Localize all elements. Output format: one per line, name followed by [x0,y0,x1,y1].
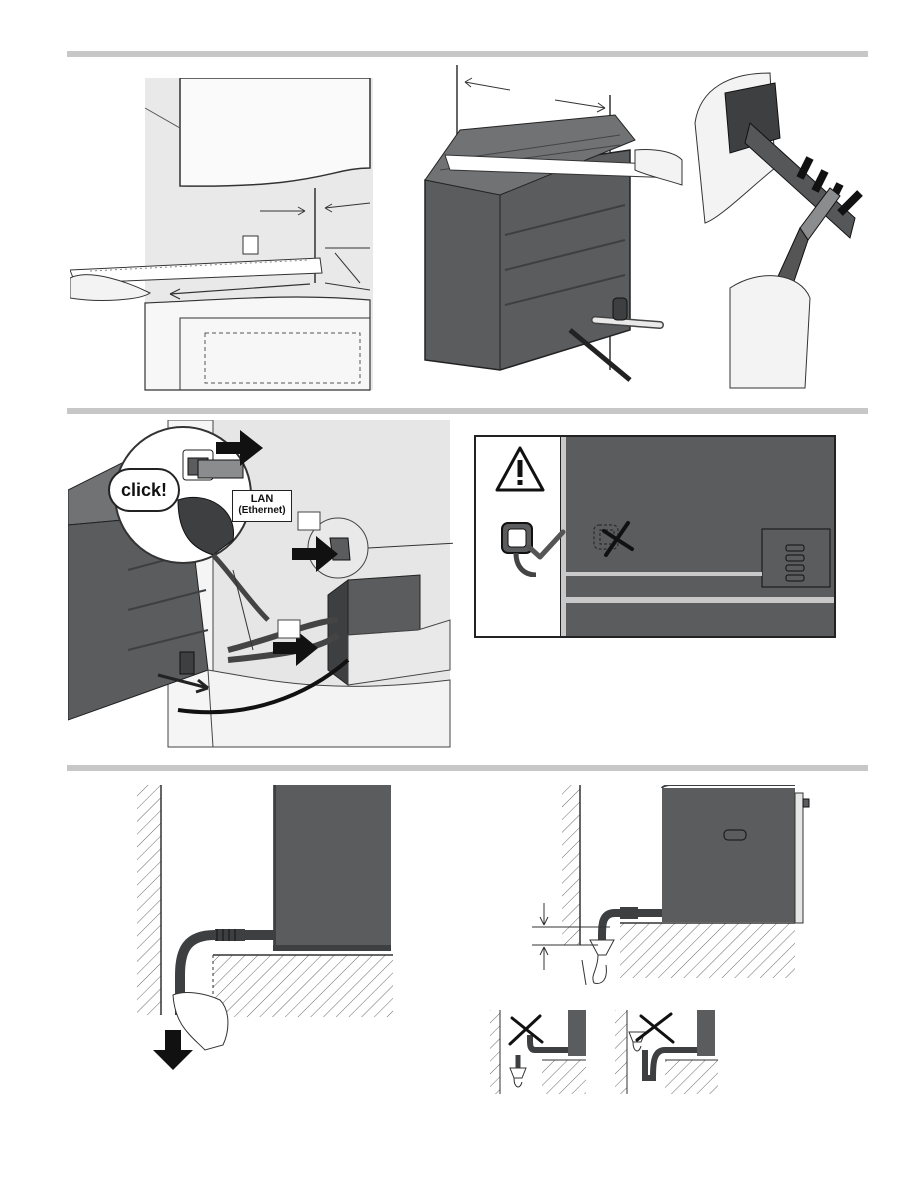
warning-panel [474,435,836,638]
click-label: click! [121,480,167,501]
appliance-measurement-illustration [420,60,685,395]
lan-label: LAN [233,493,291,505]
niche-measurement-illustration [70,78,380,393]
section-divider-top [67,51,868,57]
section-divider-bottom [67,765,868,771]
component-insertion-illustration [690,68,870,393]
wrong-drain-variant-1 [490,1010,588,1096]
wrong-drain-variant-2 [615,1010,720,1096]
warning-icon [494,445,546,493]
cross-mark-icon [598,519,638,559]
drain-hose-routing-illustration [135,785,395,1075]
drain-height-illustration [520,785,815,985]
section-divider-middle [67,408,868,414]
ethernet-label: (Ethernet) [233,505,291,517]
lan-label-box: LAN (Ethernet) [232,490,292,522]
check-mark-icon [526,529,566,561]
click-callout: click! [108,468,180,512]
